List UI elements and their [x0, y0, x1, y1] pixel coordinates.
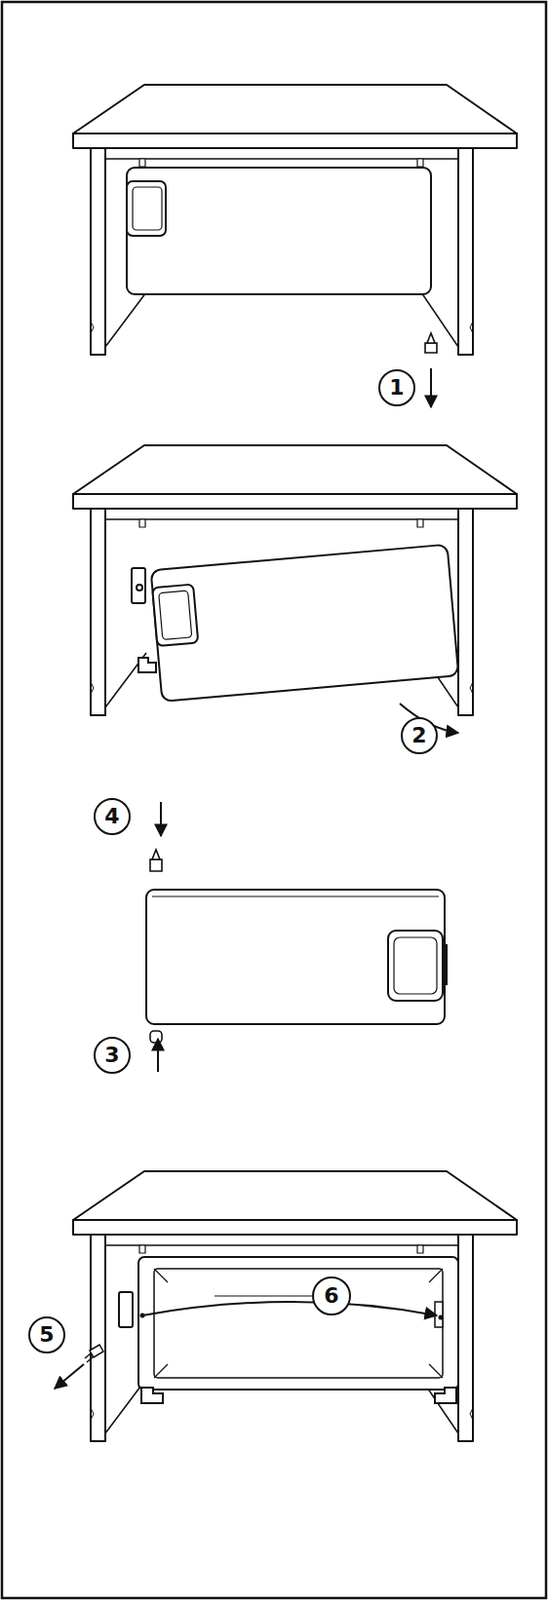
callout-number: 4 [94, 799, 130, 835]
screw [84, 1345, 104, 1364]
hinge-pin [425, 333, 437, 353]
freezer-door [146, 890, 447, 1025]
freezer-door [151, 545, 460, 703]
callout-number: 2 [401, 718, 437, 754]
cabinet [73, 445, 517, 716]
callout-number: 1 [379, 370, 415, 406]
freezer-door [126, 167, 431, 295]
callout-number: 6 [313, 1279, 350, 1315]
hinge-pin [150, 1031, 162, 1044]
callout-number: 5 [29, 1318, 65, 1354]
callout-number: 3 [94, 1038, 130, 1074]
cabinet [73, 84, 517, 355]
freezer-compartment [118, 1257, 459, 1405]
hinge-pin [150, 850, 162, 872]
cabinet [73, 1172, 517, 1443]
